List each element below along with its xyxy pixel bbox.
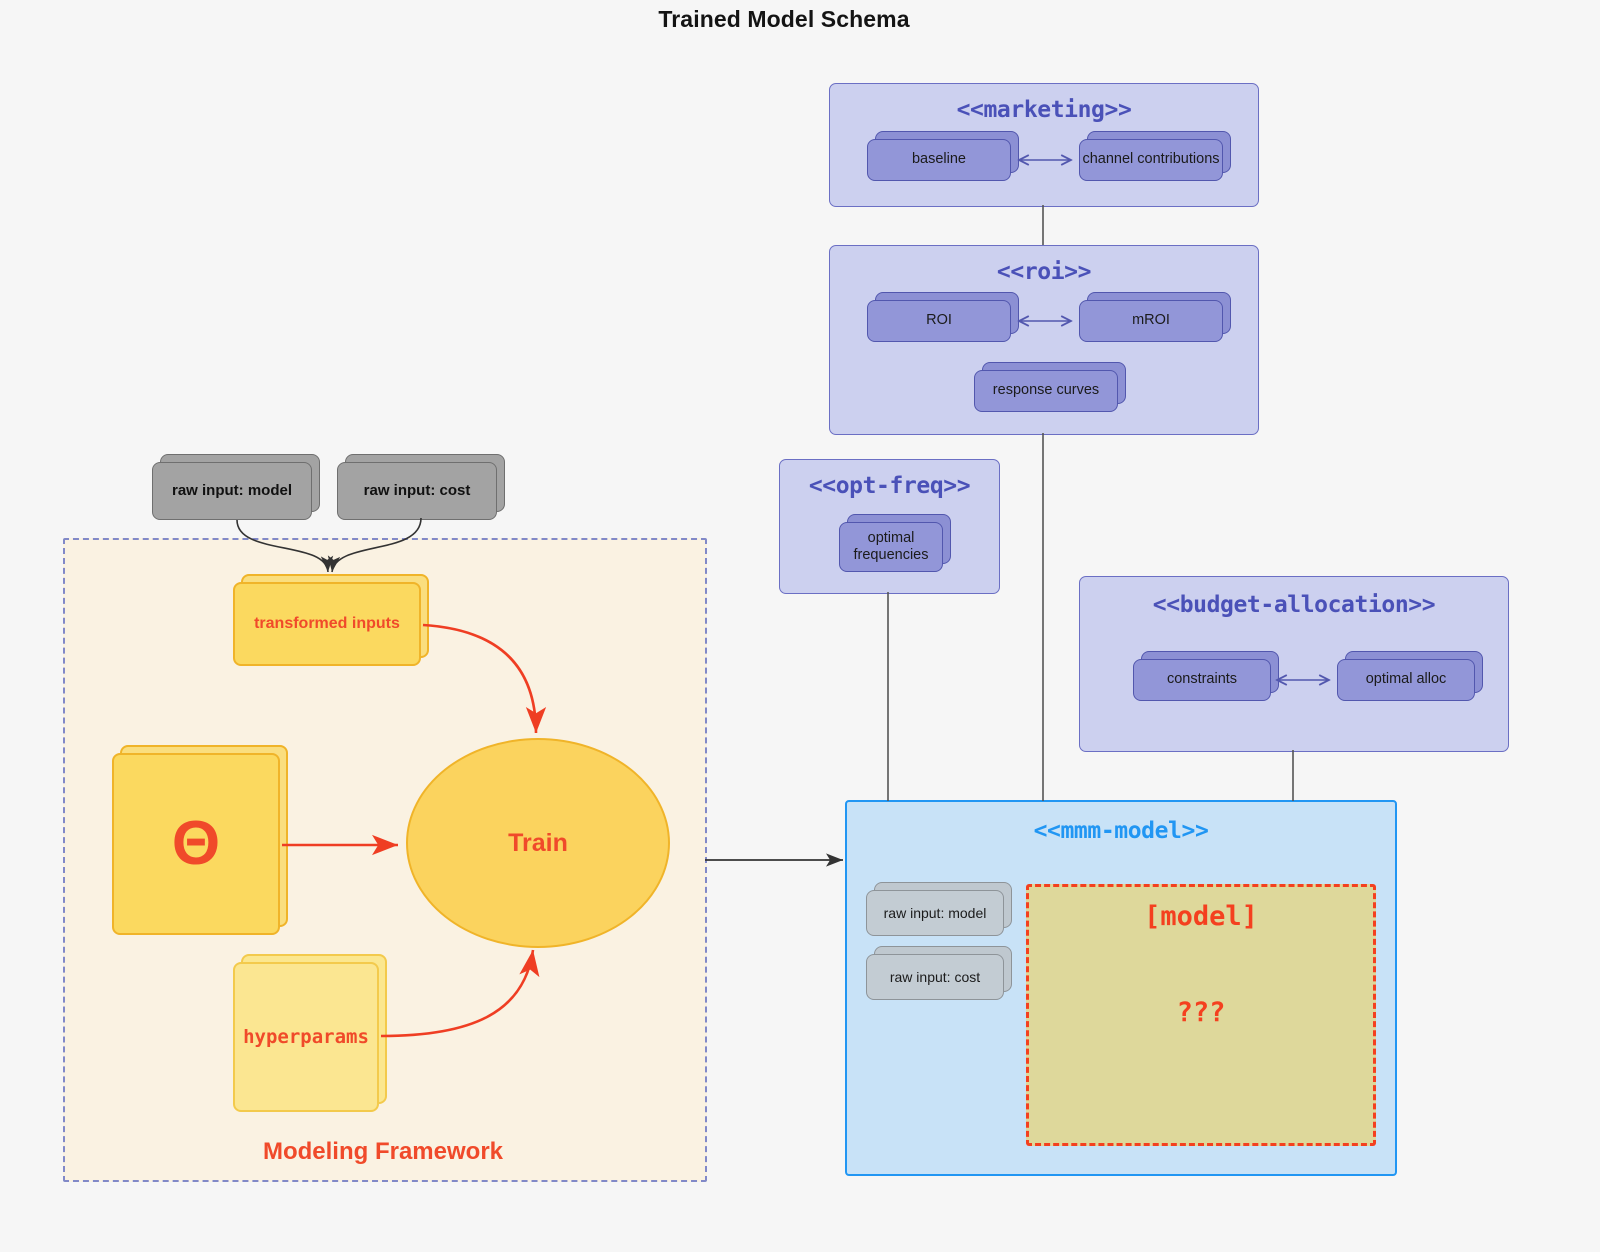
model-placeholder-title: [model] bbox=[1144, 901, 1258, 932]
node-label: optimal frequencies bbox=[839, 522, 943, 572]
node-label: baseline bbox=[867, 139, 1011, 181]
node-label: optimal alloc bbox=[1337, 659, 1475, 701]
node-label: raw input: cost bbox=[866, 954, 1004, 1000]
node-raw-input-model-external[interactable]: raw input: model bbox=[152, 454, 320, 520]
node-label: hyperparams bbox=[233, 962, 379, 1112]
node-roi[interactable]: ROI bbox=[867, 292, 1019, 342]
node-label: channel contributions bbox=[1079, 139, 1223, 181]
node-label: ROI bbox=[867, 300, 1011, 342]
node-constraints[interactable]: constraints bbox=[1133, 651, 1279, 701]
node-label: transformed inputs bbox=[233, 582, 421, 666]
node-label: raw input: model bbox=[152, 462, 312, 520]
node-raw-input-model-internal[interactable]: raw input: model bbox=[866, 882, 1012, 936]
page-title: Trained Model Schema bbox=[658, 6, 910, 32]
node-theta[interactable]: Θ bbox=[112, 745, 288, 935]
package-title: <<mmm-model>> bbox=[1033, 818, 1209, 844]
node-optimal-frequencies[interactable]: optimal frequencies bbox=[839, 514, 951, 572]
node-label: raw input: model bbox=[866, 890, 1004, 936]
node-label: mROI bbox=[1079, 300, 1223, 342]
node-label: Θ bbox=[112, 753, 280, 935]
package-title: <<marketing>> bbox=[956, 97, 1132, 123]
node-optimal-alloc[interactable]: optimal alloc bbox=[1337, 651, 1483, 701]
node-raw-input-cost-external[interactable]: raw input: cost bbox=[337, 454, 505, 520]
node-label-line2: frequencies bbox=[853, 547, 929, 563]
node-label-line1: optimal bbox=[867, 529, 915, 546]
node-raw-input-cost-internal[interactable]: raw input: cost bbox=[866, 946, 1012, 1000]
package-title: <<budget-allocation>> bbox=[1152, 592, 1436, 618]
model-placeholder-box: [model] ??? bbox=[1026, 884, 1376, 1146]
node-label: constraints bbox=[1133, 659, 1271, 701]
node-channel-contributions[interactable]: channel contributions bbox=[1079, 131, 1231, 181]
node-transformed-inputs[interactable]: transformed inputs bbox=[233, 574, 429, 666]
node-label: raw input: cost bbox=[337, 462, 497, 520]
train-activity-node[interactable]: Train bbox=[406, 738, 670, 948]
package-title: <<opt-freq>> bbox=[808, 473, 971, 499]
node-response-curves[interactable]: response curves bbox=[974, 362, 1126, 412]
node-baseline[interactable]: baseline bbox=[867, 131, 1019, 181]
package-title: <<roi>> bbox=[996, 259, 1092, 285]
node-hyperparams[interactable]: hyperparams bbox=[233, 954, 387, 1112]
model-placeholder-question: ??? bbox=[1176, 997, 1226, 1028]
node-mroi[interactable]: mROI bbox=[1079, 292, 1231, 342]
node-label: response curves bbox=[974, 370, 1118, 412]
modeling-framework-label: Modeling Framework bbox=[262, 1138, 504, 1165]
